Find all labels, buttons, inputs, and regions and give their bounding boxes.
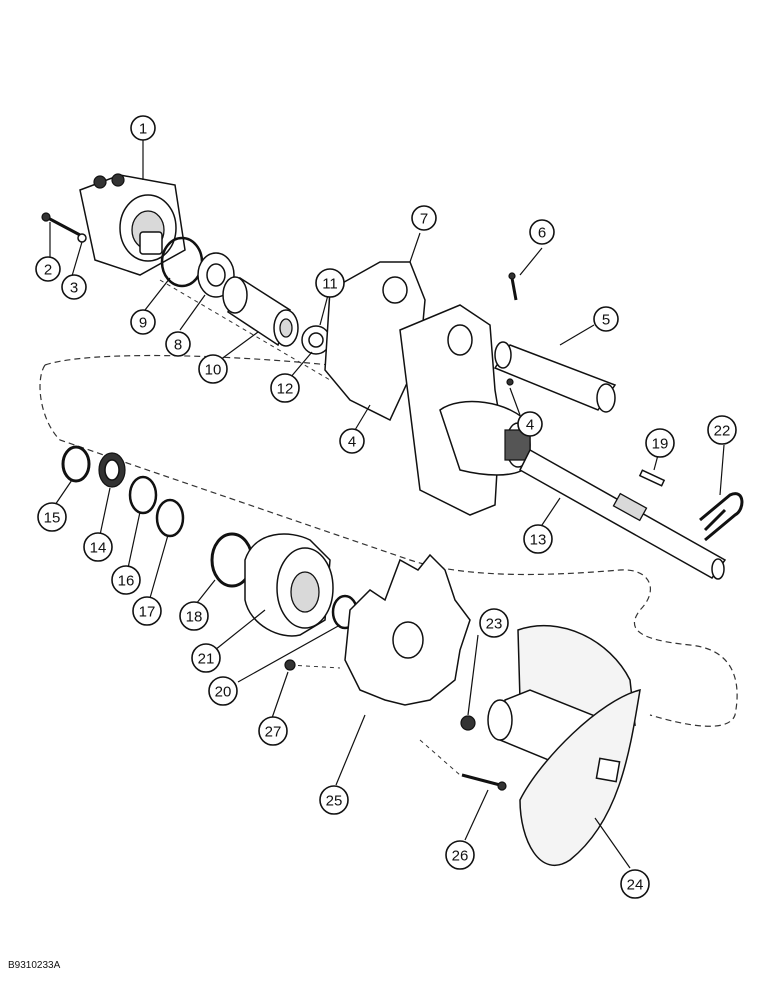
mount-bracket-7 [324,261,531,516]
callout-25-label: 25 [326,793,343,810]
hydraulic-motor [79,173,186,276]
callout-12: 12 [270,373,300,403]
auger-24 [487,624,641,867]
callout-12-label: 12 [277,381,294,398]
callout-6-label: 6 [538,225,546,242]
tube-5 [493,341,617,413]
bolt-26 [461,773,507,791]
ring-16 [128,475,158,515]
callout-15: 15 [37,502,67,532]
callout-7: 7 [411,205,437,231]
spacer-8 [197,252,235,298]
callout-27: 27 [258,716,288,746]
callout-16: 16 [111,565,141,595]
callout-24: 24 [620,869,650,899]
callout-7-label: 7 [420,211,428,228]
callout-17-label: 17 [139,604,156,621]
callout-25: 25 [319,785,349,815]
callout-14: 14 [83,532,113,562]
bolt-6 [508,272,518,301]
callout-26: 26 [445,840,475,870]
callout-23-label: 23 [486,616,503,633]
callout-17: 17 [132,596,162,626]
callout-4a-label: 4 [526,417,534,434]
callout-19-label: 19 [652,436,669,453]
drive-chain-outline [39,354,738,727]
callout-1-label: 1 [139,121,147,138]
bolt-2 [41,212,81,237]
callout-3: 3 [61,274,87,300]
callout-26-label: 26 [452,848,469,865]
bearing-14 [98,452,126,488]
callout-22: 22 [707,415,737,445]
callout-6: 6 [529,219,555,245]
callout-21: 21 [191,643,221,673]
washer-3 [77,233,87,243]
callout-4b: 4 [339,428,365,454]
callout-3-label: 3 [70,280,78,297]
callout-18: 18 [179,601,209,631]
callout-22-label: 22 [714,423,731,440]
callout-11: 11 [315,268,345,298]
callout-5-label: 5 [602,312,610,329]
alignment-line-3 [419,739,461,776]
key-19 [638,469,666,487]
callout-20: 20 [208,676,238,706]
callout-9-label: 9 [139,315,147,332]
callout-2: 2 [35,256,61,282]
alignment-line-1 [159,279,331,381]
callout-4b-label: 4 [348,434,356,451]
alignment-line-2 [289,664,341,669]
seal-15 [61,445,91,483]
nut-23 [460,715,476,731]
callout-14-label: 14 [90,540,107,557]
callout-13: 13 [523,524,553,554]
callout-10: 10 [198,354,228,384]
callout-8-label: 8 [174,337,182,354]
callout-24-label: 24 [627,877,644,894]
figure-code: B9310233A [8,960,61,971]
leader-lines [49,140,725,869]
callout-9: 9 [130,309,156,335]
callout-10-label: 10 [205,362,222,379]
hub-21 [244,533,334,637]
callout-8: 8 [165,331,191,357]
callout-2-label: 2 [44,262,52,279]
callout-4a: 4 [517,411,543,437]
callout-16-label: 16 [118,573,135,590]
callout-1: 1 [130,115,156,141]
nut-4 [506,378,514,386]
callout-23: 23 [479,608,509,638]
callout-21-label: 21 [198,651,215,668]
callout-5: 5 [593,306,619,332]
ring-17 [155,498,185,538]
callout-13-label: 13 [530,532,547,549]
callout-15-label: 15 [44,510,61,527]
callout-18-label: 18 [186,609,203,626]
callout-19: 19 [645,428,675,458]
coupler-10 [222,276,299,347]
drive-sprocket-25 [344,553,471,706]
u-bolt-22 [699,492,744,542]
callout-20-label: 20 [215,684,232,701]
callout-11-label: 11 [322,276,338,293]
callout-27-label: 27 [265,724,282,741]
drive-shaft-13 [519,448,727,580]
